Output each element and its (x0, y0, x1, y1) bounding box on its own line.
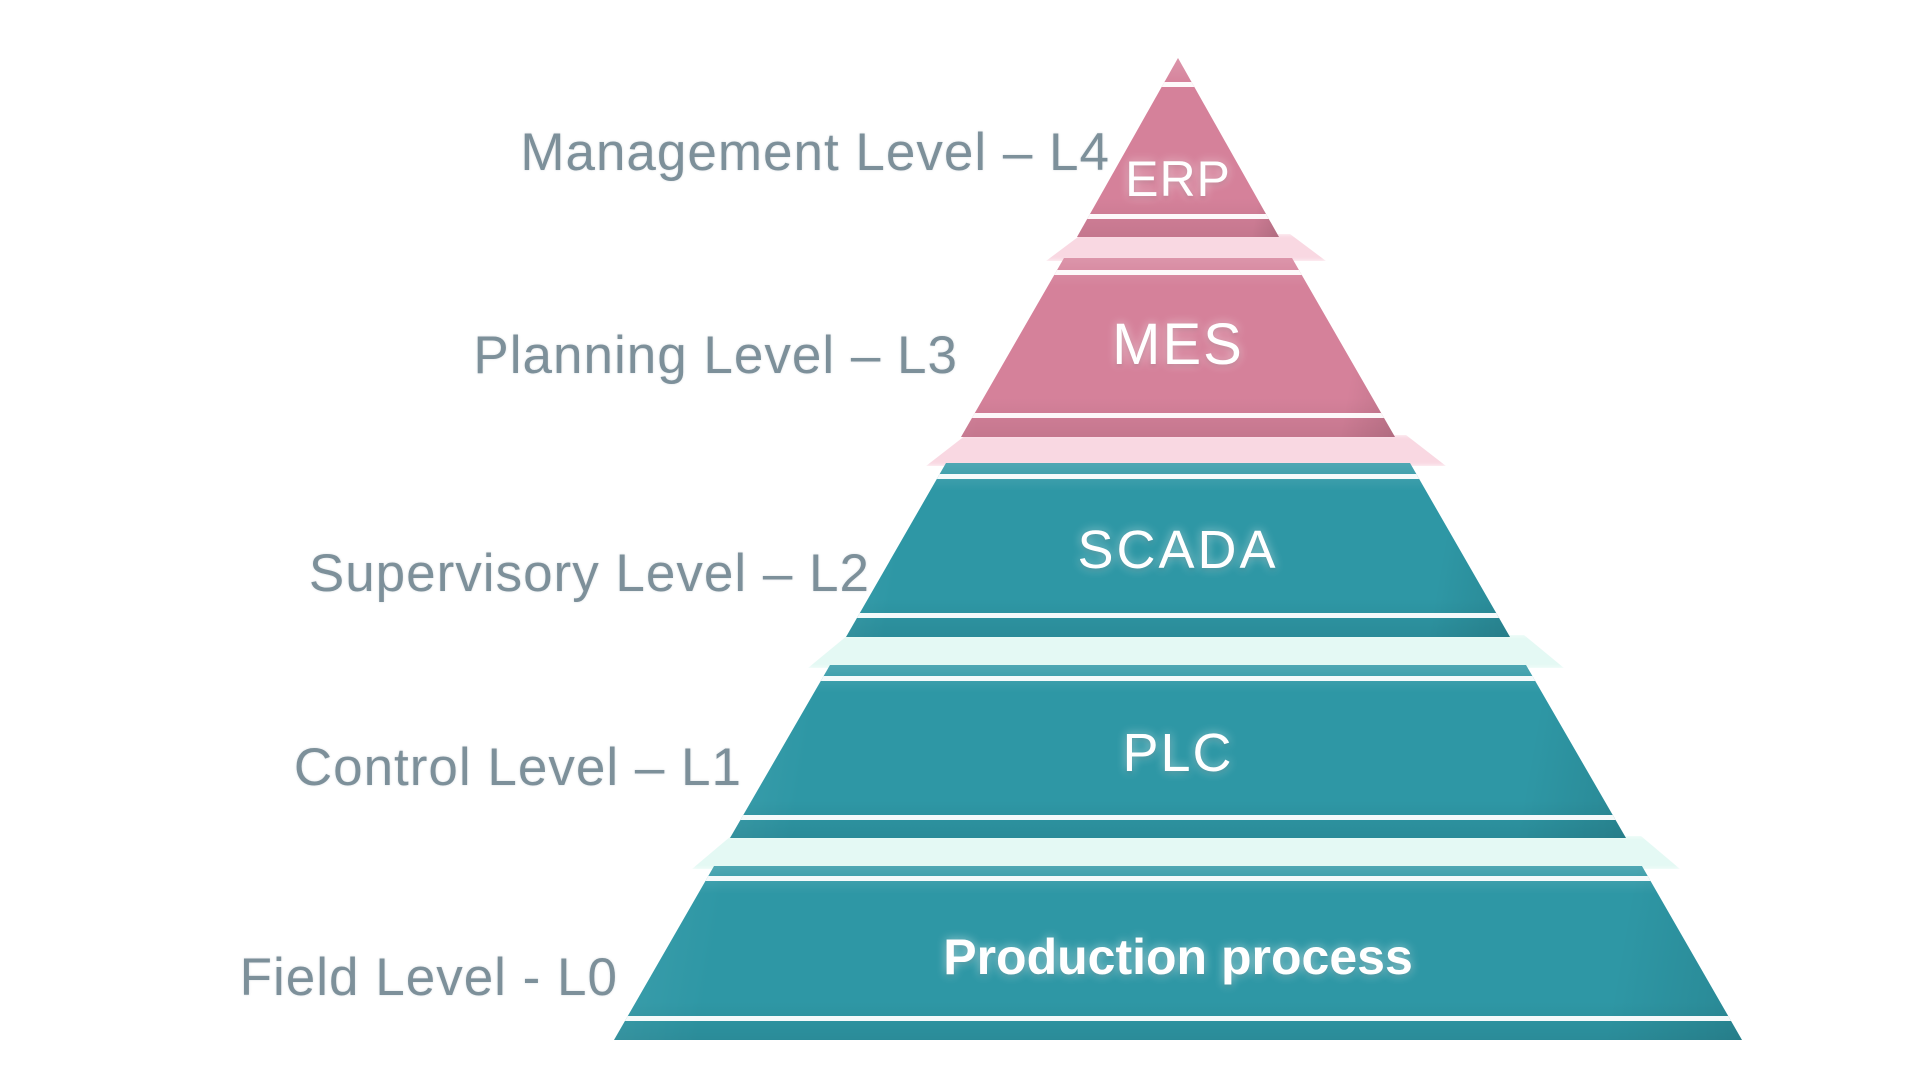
separator-line (730, 676, 1626, 681)
gap-shadow-scada-plc (808, 635, 1564, 668)
side-label-field-l0: Field Level - L0 (239, 948, 618, 1007)
pyramid-band-production-process: Production process (614, 866, 1742, 1040)
band-label-erp: ERP (1125, 151, 1231, 207)
band-label-mes: MES (1112, 312, 1244, 377)
pyramid-band-scada: SCADA (846, 463, 1510, 637)
side-label-management-l4: Management Level – L4 (520, 123, 1110, 182)
gap-shadow-mes-scada (926, 435, 1446, 466)
band-label-scada: SCADA (1077, 520, 1279, 580)
separator-line (961, 413, 1395, 418)
separator-line (846, 474, 1510, 479)
separator-line (614, 1016, 1742, 1021)
pyramid-band-mes: MES (961, 258, 1395, 437)
separator-line (846, 613, 1510, 618)
separator-line (961, 270, 1395, 275)
separator-line (730, 815, 1626, 820)
gap-shadow-erp-mes (1046, 234, 1326, 261)
separator-line (1077, 214, 1279, 219)
pyramid-band-plc: PLC (730, 665, 1626, 838)
band-label-plc: PLC (1122, 723, 1234, 783)
separator-line (614, 876, 1742, 881)
separator-line (1077, 82, 1279, 87)
band-label-production-process: Production process (943, 929, 1413, 985)
gap-shadow-plc-production (692, 836, 1680, 869)
side-label-planning-l3: Planning Level – L3 (473, 326, 958, 385)
side-label-control-l1: Control Level – L1 (293, 738, 742, 797)
side-label-supervisory-l2: Supervisory Level – L2 (308, 544, 870, 603)
